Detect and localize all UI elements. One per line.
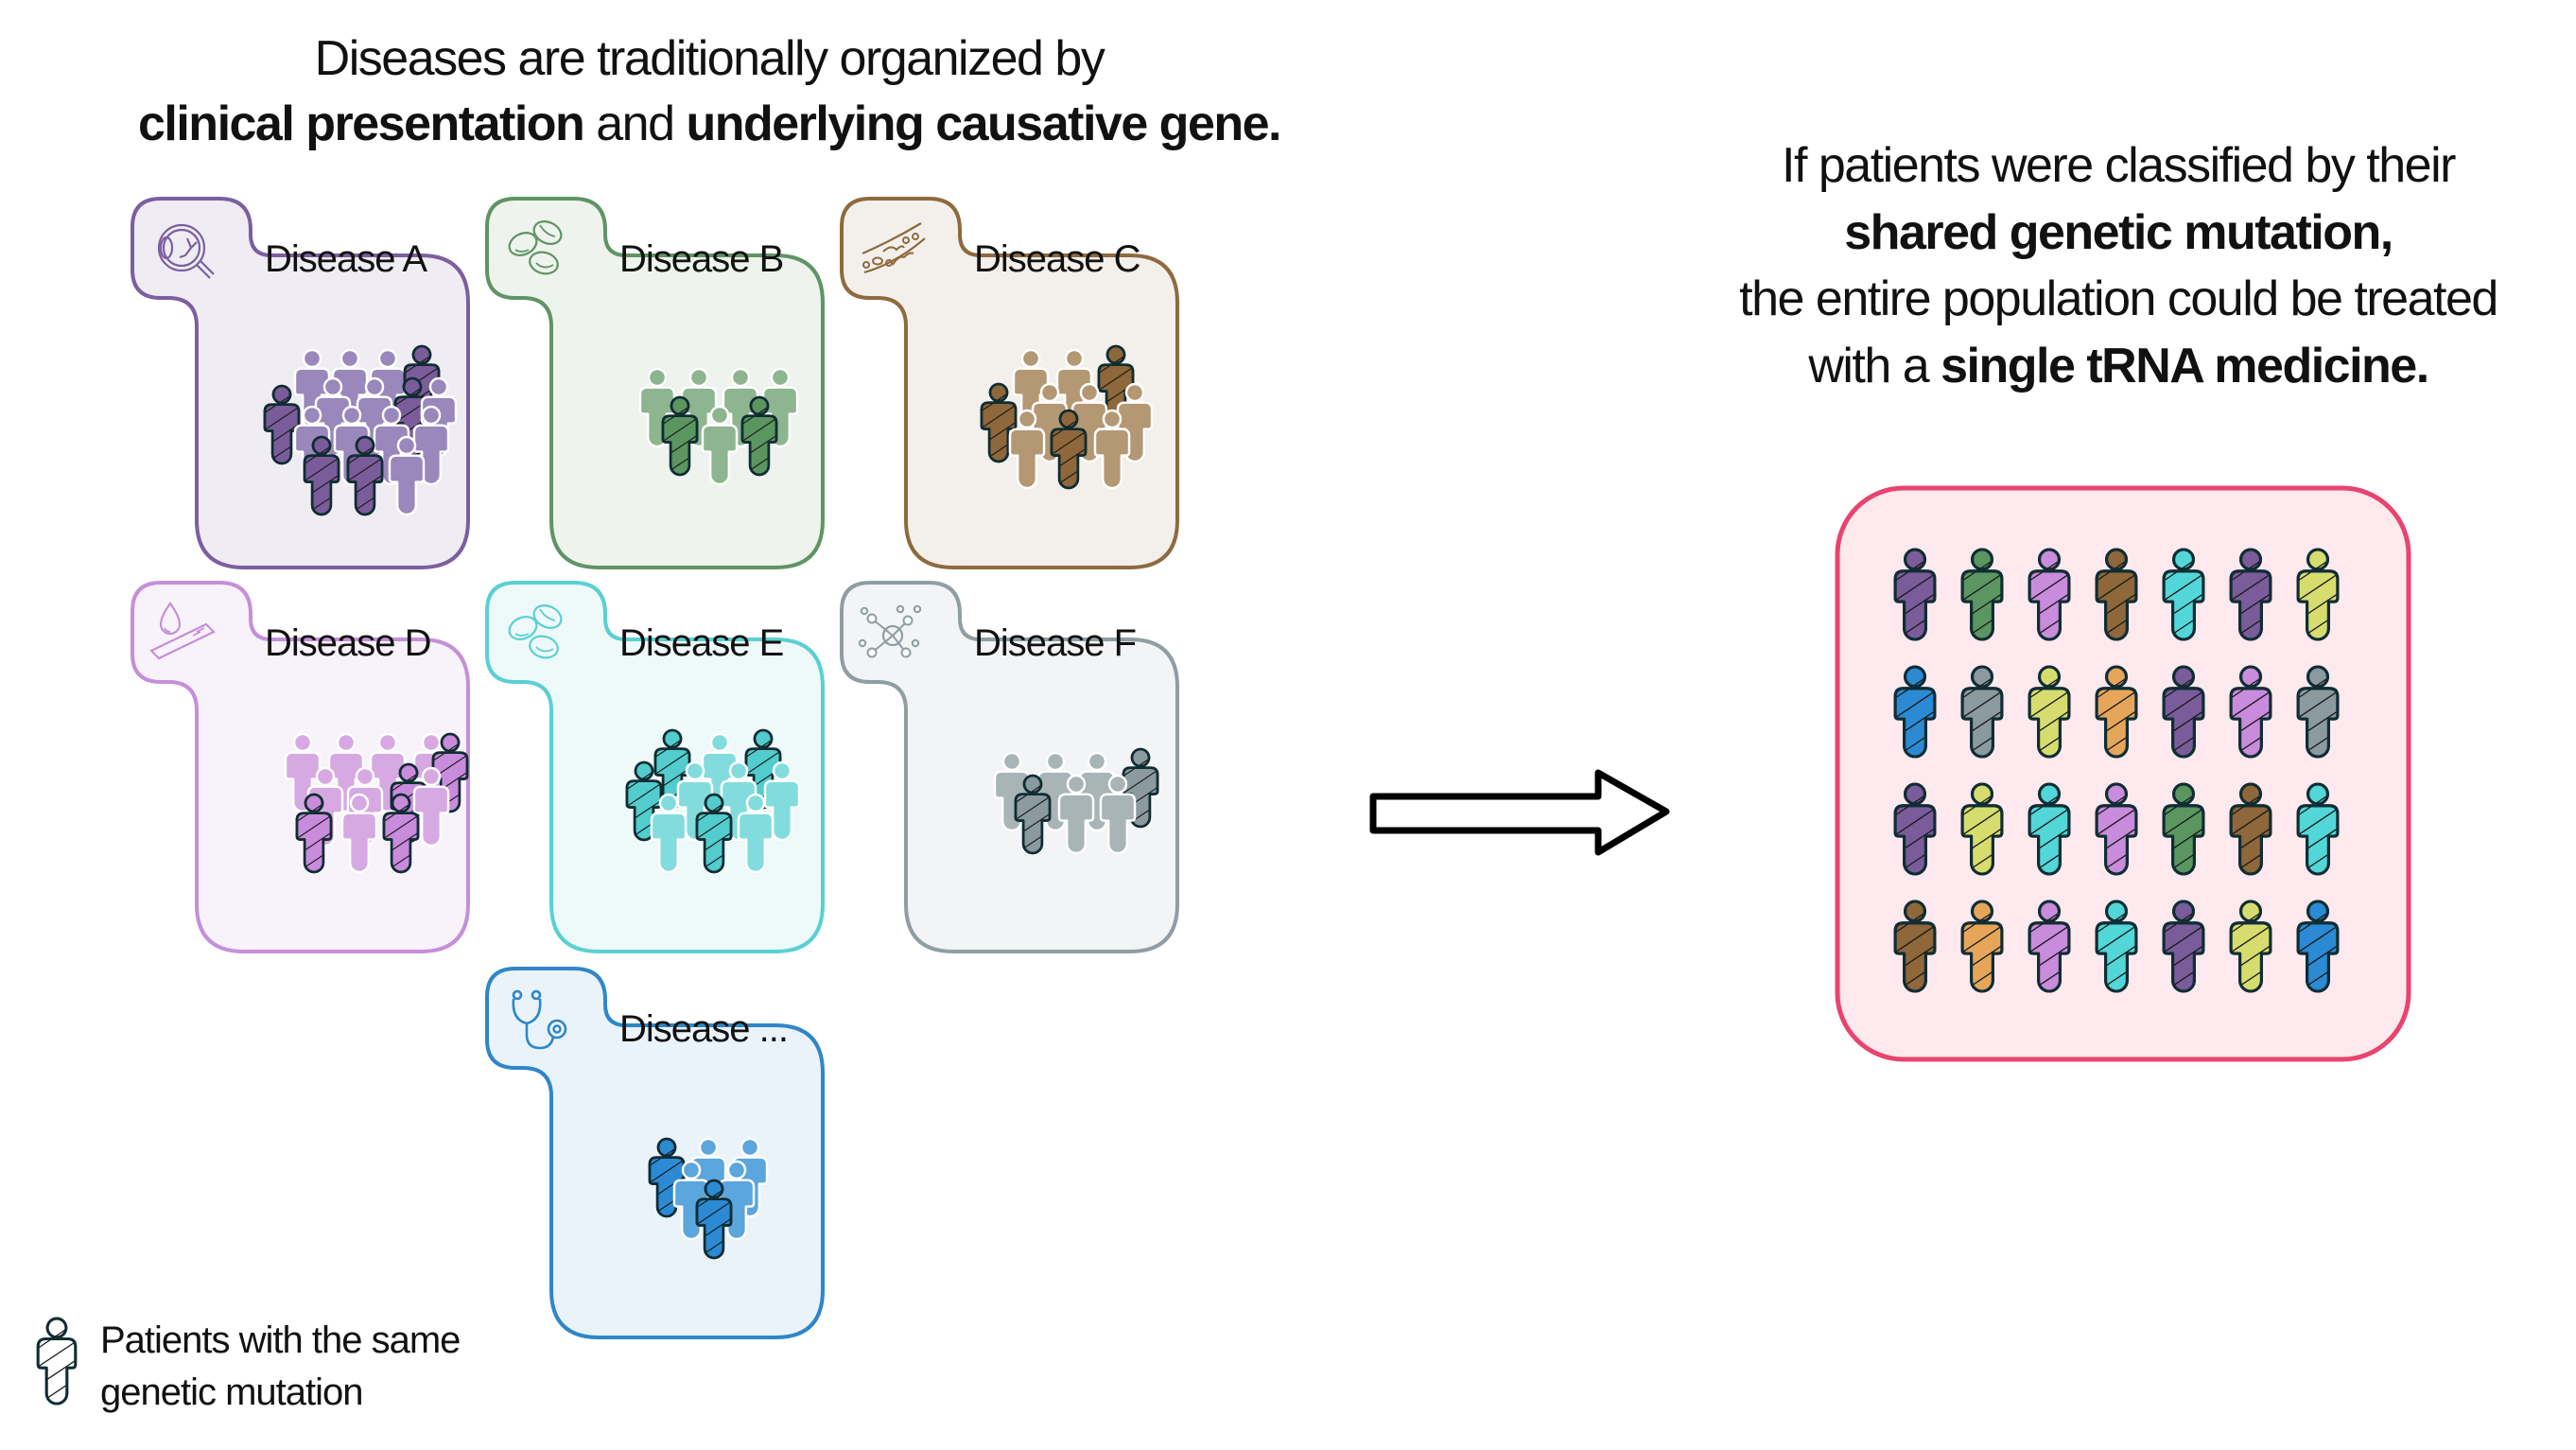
unified-patient-pool [1835, 485, 2411, 1062]
blood-vessel-icon [862, 222, 926, 274]
mutated-patient-icon [1893, 548, 1937, 641]
disease-card-c: Disease C [840, 197, 1201, 577]
disease-label: Disease C [974, 238, 1141, 280]
left-headline: Diseases are traditionally organized by … [38, 26, 1381, 156]
legend-line2: genetic mutation [100, 1371, 364, 1414]
right-headline-line1: If patients were classified by their [1782, 138, 2456, 193]
patient-icon [1093, 409, 1131, 490]
right-headline-line4: with a single tRNA medicine. [1645, 333, 2576, 400]
connector-text: and [583, 96, 687, 151]
eye-retina-icon [157, 223, 215, 279]
disease-card-d: Disease D [131, 581, 492, 961]
disease-label: Disease E [619, 622, 784, 664]
mutated-patient-icon [980, 382, 1018, 463]
mutated-patient-icon [1960, 782, 2004, 876]
red-blood-cells-icon [508, 604, 563, 659]
patient-crowd [284, 732, 469, 874]
card-frame [485, 967, 825, 1339]
patient-crowd [638, 367, 799, 486]
patient-crowd [980, 344, 1154, 490]
right-arrow-icon [1369, 769, 1670, 856]
card-outline [485, 967, 825, 1339]
right-headline-line2: shared genetic mutation, [1844, 204, 2393, 260]
legend-text: Patients with the same genetic mutation [100, 1315, 461, 1419]
blood-drop-slide-icon [149, 602, 216, 660]
patient-icon [701, 405, 739, 486]
patient-icon [1099, 774, 1137, 855]
molecule-network-icon [858, 604, 922, 658]
disease-label: Disease F [974, 622, 1137, 664]
patient-icon [650, 793, 688, 874]
card-outline [840, 197, 1179, 569]
patient-icon [340, 793, 378, 874]
disease-card-more: Disease ... [485, 967, 846, 1347]
patient-crowd [263, 344, 458, 516]
emphasis-single-trna-medicine: single tRNA medicine. [1941, 339, 2429, 394]
patient-icon [388, 435, 426, 516]
emphasis-causative-gene: underlying causative gene. [686, 96, 1281, 151]
mutated-patient-icon [2162, 665, 2205, 759]
disease-card-b: Disease B [485, 197, 846, 577]
mutated-patient-icon [1014, 774, 1052, 855]
mutated-patient-icon [1893, 782, 1937, 876]
patient-crowd [648, 1137, 769, 1260]
mutated-patient-icon [2162, 548, 2205, 641]
disease-card-a: Disease A [131, 197, 492, 577]
patient-icon [1057, 774, 1095, 855]
patient-icon [412, 766, 450, 847]
legend: Patients with the same genetic mutation [28, 1315, 461, 1424]
mutated-patient-icon [695, 793, 733, 874]
mutated-patient-icon [661, 395, 699, 477]
patient-crowd [993, 747, 1159, 855]
mutated-patient-icon [1960, 900, 2004, 993]
disease-card-f: Disease F [840, 581, 1201, 961]
mutated-patient-icon [740, 395, 778, 477]
red-blood-cells-icon [508, 220, 563, 275]
left-headline-line2: clinical presentation and underlying cau… [38, 92, 1381, 157]
mutated-patient-icon [36, 1317, 78, 1406]
mutated-patient-icon [36, 1317, 78, 1406]
card-frame [840, 197, 1179, 569]
mutated-patient-icon [263, 384, 301, 465]
disease-label: Disease A [265, 238, 427, 280]
disease-label: Disease B [619, 238, 784, 280]
emphasis-clinical-presentation: clinical presentation [137, 96, 585, 151]
disease-label: Disease ... [619, 1008, 789, 1050]
disease-label: Disease D [265, 622, 432, 664]
right-headline: If patients were classified by their sha… [1645, 132, 2576, 400]
with-a-text: with a [1808, 339, 1941, 394]
disease-card-e: Disease E [485, 581, 846, 961]
patient-icon [737, 793, 775, 874]
right-headline-line3: the entire population could be treated [1739, 271, 2498, 327]
stethoscope-icon [512, 989, 567, 1050]
legend-line1: Patients with the same [100, 1319, 461, 1361]
patient-crowd [625, 728, 801, 874]
patient-icon [1008, 409, 1046, 490]
left-headline-line1: Diseases are traditionally organized by [314, 31, 1105, 86]
